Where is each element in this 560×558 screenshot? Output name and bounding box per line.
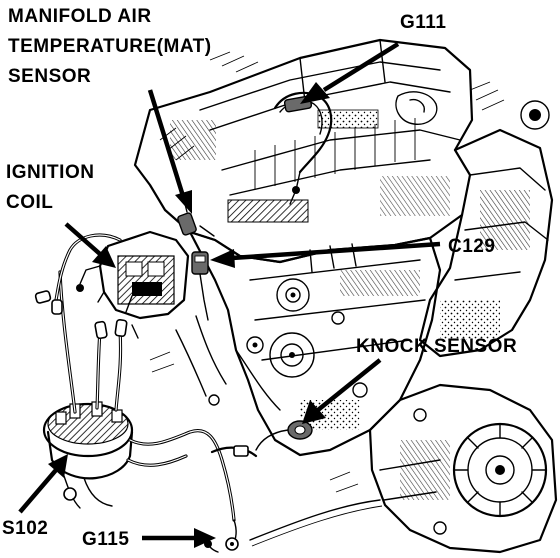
- c129-label: C129: [448, 236, 495, 257]
- distributor: [42, 401, 134, 509]
- ignition-coil-assembly: [76, 230, 190, 320]
- c129-connector: [191, 251, 209, 321]
- knock-sensor-label: KNOCK SENSOR: [356, 336, 517, 357]
- s102-arrow: [18, 454, 68, 514]
- ignition-wiring: [34, 233, 236, 522]
- g115-arrow: [142, 528, 216, 548]
- engine-right-side: [418, 100, 554, 358]
- g111-arrow: [300, 42, 400, 104]
- mat-sensor-label-line3: SENSOR: [8, 66, 91, 87]
- intake-plenum: [133, 38, 474, 264]
- callout-arrows: [18, 42, 441, 548]
- knock-sensor: [255, 420, 313, 451]
- g115-label: G115: [82, 529, 129, 550]
- g111-label: G111: [400, 12, 446, 33]
- ignition-coil-label-line2: COIL: [6, 192, 53, 213]
- ignition-coil-arrow: [64, 222, 116, 268]
- c129-arrow: [210, 241, 441, 268]
- callout-labels: MANIFOLD AIR TEMPERATURE(MAT) SENSOR G11…: [2, 6, 517, 550]
- g111-harness: [273, 91, 333, 205]
- ground-harness: [204, 445, 383, 553]
- transmission-housing: [368, 383, 558, 554]
- engine-illustration: [34, 38, 558, 554]
- engraving-texture: [149, 51, 505, 493]
- knock-sensor-arrow: [302, 358, 382, 424]
- mat-sensor-label-line1: MANIFOLD AIR: [8, 6, 152, 27]
- ignition-coil-label-line1: IGNITION: [6, 162, 94, 183]
- s102-label: S102: [2, 518, 48, 539]
- mat-sensor: [177, 195, 215, 237]
- mat-sensor-arrow: [147, 89, 192, 214]
- mat-sensor-label-line2: TEMPERATURE(MAT): [8, 36, 212, 57]
